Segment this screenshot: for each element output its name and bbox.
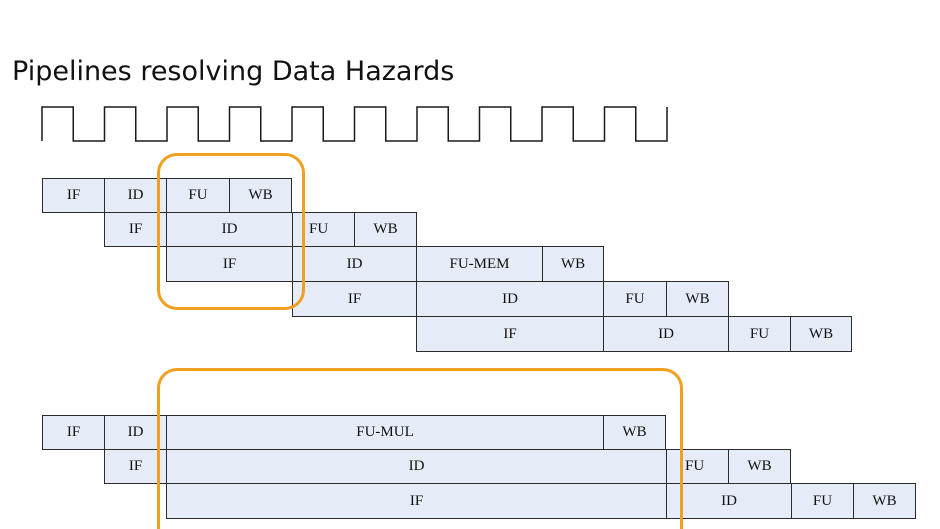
stage-wb: WB [542, 246, 604, 282]
stage-wb: WB [354, 212, 417, 247]
page-title: Pipelines resolving Data Hazards [12, 56, 455, 87]
stage-fu: FU [791, 483, 854, 519]
stage-fu: FU [728, 316, 791, 352]
stage-fu: FU [292, 212, 355, 247]
stage-if: IF [42, 415, 105, 450]
stage-id: ID [603, 316, 729, 352]
stage-fu-mul: FU-MUL [166, 415, 604, 450]
stage-id: ID [166, 449, 667, 484]
stage-fu: FU [666, 449, 729, 484]
stage-fu: FU [166, 178, 230, 213]
stage-id: ID [104, 178, 167, 213]
stage-if: IF [292, 281, 417, 317]
stage-id: ID [166, 212, 293, 247]
stage-wb: WB [853, 483, 916, 519]
stage-id: ID [104, 415, 167, 450]
stage-wb: WB [666, 281, 729, 317]
stage-wb: WB [229, 178, 292, 213]
stage-if: IF [416, 316, 604, 352]
stage-id: ID [666, 483, 792, 519]
stage-if: IF [166, 483, 667, 519]
stage-fu-mem: FU-MEM [416, 246, 543, 282]
stage-if: IF [104, 449, 167, 484]
stage-id: ID [292, 246, 417, 282]
stage-if: IF [104, 212, 167, 247]
stage-wb: WB [603, 415, 666, 450]
stage-wb: WB [790, 316, 852, 352]
stage-if: IF [166, 246, 293, 282]
stage-fu: FU [603, 281, 667, 317]
stage-wb: WB [728, 449, 791, 484]
stage-if: IF [42, 178, 105, 213]
stage-id: ID [416, 281, 604, 317]
